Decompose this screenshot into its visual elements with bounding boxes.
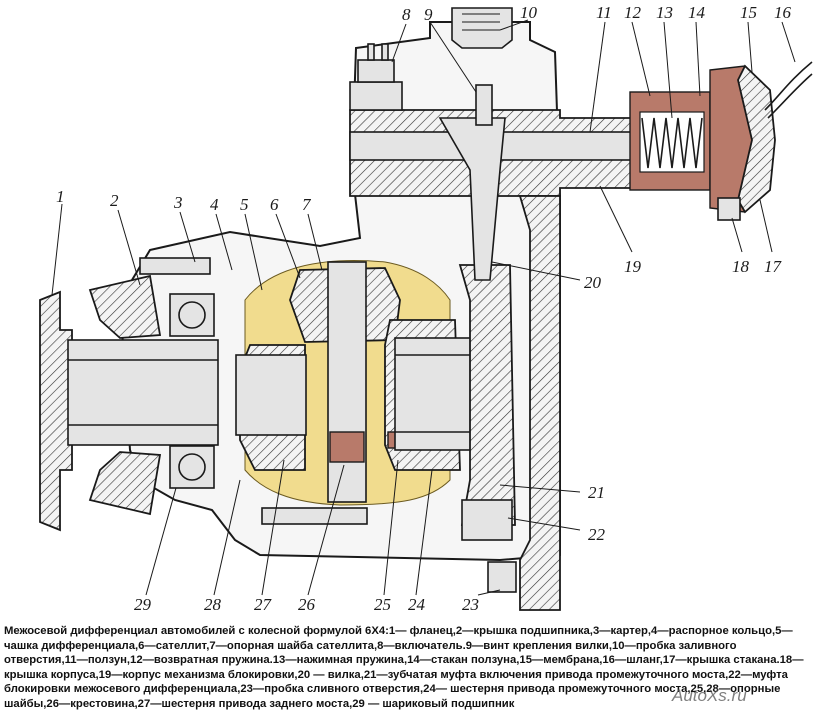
callout-8: 8 <box>402 5 411 24</box>
callout-12: 12 <box>624 3 642 22</box>
callout-1: 1 <box>56 187 65 206</box>
spider-cross <box>327 261 367 503</box>
callout-25: 25 <box>374 595 391 614</box>
cup-cover <box>737 64 776 214</box>
callout-7: 7 <box>302 195 312 214</box>
drain-plug <box>487 561 517 593</box>
ball-bearing-upper <box>169 293 215 337</box>
callout-29: 29 <box>134 595 152 614</box>
callout-20: 20 <box>584 273 602 292</box>
callout-22: 22 <box>588 525 606 544</box>
callout-26: 26 <box>298 595 316 614</box>
fork <box>438 117 506 281</box>
callout-17: 17 <box>764 257 783 276</box>
ball-bearing-lower <box>169 445 215 489</box>
callout-21: 21 <box>588 483 605 502</box>
differential-drawing: 1 2 3 4 5 6 7 8 9 10 11 12 13 14 15 16 1… <box>39 3 813 614</box>
callout-5: 5 <box>240 195 249 214</box>
callout-2: 2 <box>110 191 119 210</box>
callout-18: 18 <box>732 257 750 276</box>
switch <box>349 43 403 111</box>
callout-15: 15 <box>740 3 757 22</box>
flange-hub <box>67 339 219 446</box>
spider-center <box>329 431 365 463</box>
housing-right-flange <box>518 195 561 611</box>
bearing-cap-lower <box>88 451 162 516</box>
callout-10: 10 <box>520 3 538 22</box>
cover-bolt <box>717 197 741 221</box>
housing-bolt <box>139 257 211 275</box>
bearing-cap <box>88 274 162 339</box>
flange <box>39 290 73 532</box>
input-shaft <box>235 354 307 436</box>
callout-24: 24 <box>408 595 426 614</box>
fork-screw <box>475 84 493 126</box>
site-watermark: AutoXs.ru <box>672 686 747 705</box>
callout-9: 9 <box>424 5 433 24</box>
callout-23: 23 <box>462 595 479 614</box>
hose <box>764 61 813 111</box>
callout-4: 4 <box>210 195 219 214</box>
callout-3: 3 <box>173 193 183 212</box>
callout-11: 11 <box>596 3 612 22</box>
callout-19: 19 <box>624 257 642 276</box>
callout-16: 16 <box>774 3 792 22</box>
leader-lines <box>51 19 796 596</box>
callout-27: 27 <box>254 595 273 614</box>
figure-caption: Межосевой дифференциал автомобилей с кол… <box>4 625 804 710</box>
filler-plug <box>451 7 513 49</box>
callout-14: 14 <box>688 3 706 22</box>
housing-bolt-lower <box>261 507 368 525</box>
return-spring <box>641 117 703 169</box>
callout-6: 6 <box>270 195 279 214</box>
callout-28: 28 <box>204 595 222 614</box>
callout-13: 13 <box>656 3 673 22</box>
